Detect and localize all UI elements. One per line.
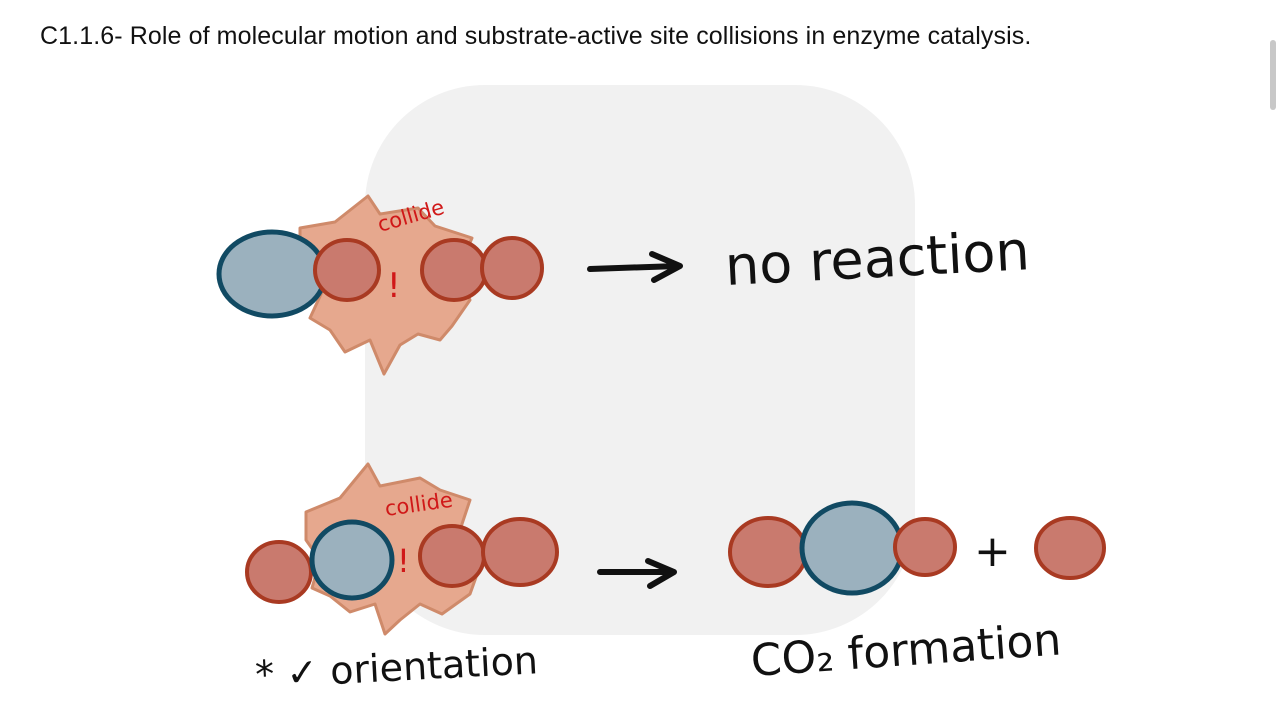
plus-sign: + (974, 526, 1011, 577)
bottom-atom-red-2 (481, 517, 559, 587)
top-arrow (587, 251, 683, 283)
bottom-collision-group: collide ! (245, 462, 559, 636)
bottom-atom-blue (309, 519, 395, 601)
top-atom-blue (216, 229, 328, 319)
bottom-atom-red-1 (418, 524, 486, 588)
top-collision-group: collide ! (216, 194, 544, 376)
released-oxygen-atom (1034, 516, 1106, 580)
top-atom-red-2 (420, 238, 488, 302)
orientation-label: * ✓ orientation (254, 638, 539, 697)
top-result-label: no reaction (723, 219, 1031, 298)
bottom-atom-red-left (245, 540, 313, 604)
top-atom-red-3 (480, 236, 544, 300)
co2-product-group (728, 500, 957, 596)
co2-atom-red-right (893, 517, 957, 577)
top-atom-red-1 (313, 238, 381, 302)
co2-atom-blue (799, 500, 905, 596)
bottom-arrow (597, 558, 677, 589)
bottom-exclamation: ! (397, 542, 410, 580)
product-label: CO₂ formation (749, 614, 1063, 687)
scrollbar[interactable] (1270, 40, 1276, 110)
page-title: C1.1.6- Role of molecular motion and sub… (40, 22, 1032, 50)
co2-atom-red-left (728, 516, 808, 588)
top-exclamation: ! (387, 266, 401, 306)
